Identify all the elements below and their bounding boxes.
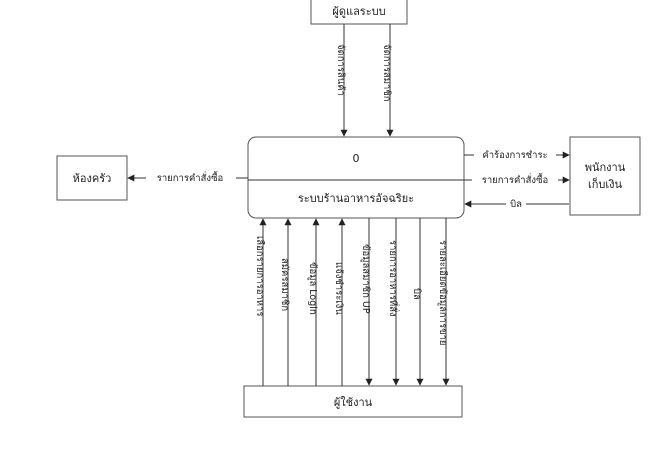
entity-kitchen: ห้องครัว bbox=[56, 155, 128, 201]
entity-user: ผู้ใช้งาน bbox=[243, 385, 463, 418]
flow-ordered-food-label: รายการอาหารที่สั่ง bbox=[387, 240, 400, 317]
entity-kitchen-label: ห้องครัว bbox=[73, 172, 112, 185]
flow-order-list-kitchen-label: รายการคำสั่งซื้อ bbox=[157, 171, 223, 184]
flow-manage-products: จัดการสินค้า bbox=[335, 24, 348, 137]
entity-cashier-label-line2: เก็บเงิน bbox=[588, 177, 623, 191]
flow-bill-from-cashier-label: บิล bbox=[510, 199, 522, 210]
flow-sales-detail: รายละเอียดข้อมูลการขาย bbox=[437, 218, 450, 386]
flow-select-food-label: เลือกรายการอาหาร bbox=[254, 236, 265, 316]
flow-payment-request-label: คำร้องการชำระ bbox=[482, 150, 547, 161]
entity-cashier-label-line1: พนักงาน bbox=[585, 161, 626, 174]
entity-admin: ผู้ดูแลระบบ bbox=[310, 0, 408, 25]
flow-payment-request: คำร้องการชำระ bbox=[464, 147, 570, 161]
flow-sales-detail-label: รายละเอียดข้อมูลการขาย bbox=[437, 240, 449, 345]
flow-order-list-cashier: รายการคำสั่งซื้อ bbox=[464, 172, 570, 186]
flow-payment-notice-label: แจ้งชำระเงิน bbox=[333, 262, 344, 315]
entity-user-label: ผู้ใช้งาน bbox=[334, 396, 373, 409]
flow-manage-members-label: จัดการสมาชิก bbox=[381, 44, 392, 102]
process-main: 0 ระบบร้านอาหารอัจฉริยะ bbox=[247, 136, 465, 219]
flow-select-food: เลือกรายการอาหาร bbox=[254, 218, 267, 386]
flow-login-data-label: ข้อมูล Login bbox=[307, 262, 318, 315]
entity-cashier: พนักงาน เก็บเงิน bbox=[569, 136, 641, 216]
entity-admin-label: ผู้ดูแลระบบ bbox=[332, 5, 385, 18]
flow-login-data: ข้อมูล Login bbox=[307, 218, 320, 386]
flow-manage-products-label: จัดการสินค้า bbox=[335, 44, 346, 96]
flow-register: สมัครสมาชิก bbox=[279, 218, 292, 386]
flow-bill-to-user-label: บิล bbox=[411, 288, 422, 300]
flow-bill-to-user: บิล bbox=[411, 218, 424, 386]
flow-register-label: สมัครสมาชิก bbox=[279, 258, 290, 311]
flow-order-list-kitchen: รายการคำสั่งซื้อ bbox=[127, 170, 248, 184]
flow-order-list-cashier-label: รายการคำสั่งซื้อ bbox=[482, 173, 548, 186]
flow-manage-members: จัดการสมาชิก bbox=[381, 24, 394, 137]
flow-member-data-up: ข้อมูลสมาชิก UP bbox=[360, 218, 373, 386]
flow-payment-notice: แจ้งชำระเงิน bbox=[333, 218, 346, 386]
process-number: 0 bbox=[353, 152, 360, 165]
flow-ordered-food: รายการอาหารที่สั่ง bbox=[387, 218, 400, 386]
flow-member-data-up-label: ข้อมูลสมาชิก UP bbox=[360, 244, 371, 314]
process-name: ระบบร้านอาหารอัจฉริยะ bbox=[298, 192, 414, 205]
flow-bill-from-cashier: บิล bbox=[464, 196, 569, 210]
